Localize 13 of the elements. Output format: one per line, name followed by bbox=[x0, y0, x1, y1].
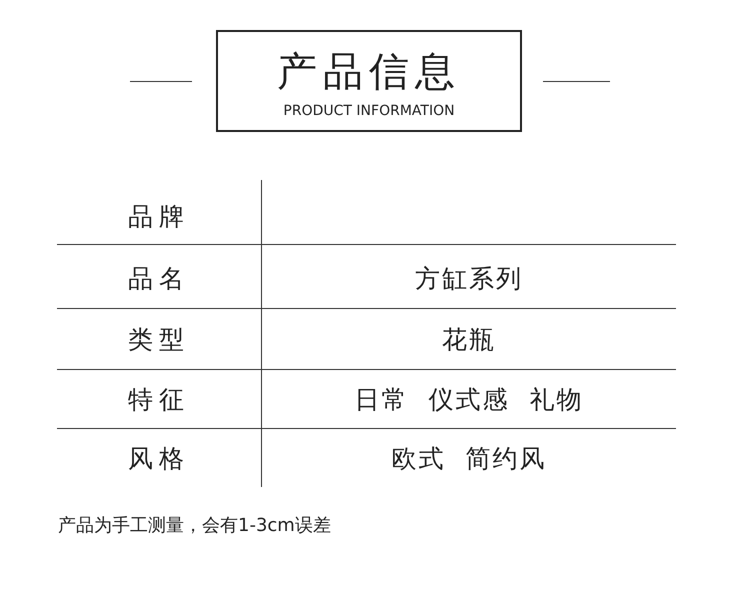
title-box bbox=[216, 30, 522, 132]
title-text: 产品信息 bbox=[276, 48, 462, 96]
table-cell-text: 日常 仪式感 礼物 bbox=[354, 385, 584, 415]
row-header: 品牌 bbox=[127, 202, 191, 232]
note-text: 产品为手工测量，会有1-3cm误差 bbox=[58, 514, 331, 538]
row-header: 风格 bbox=[127, 444, 191, 474]
table-cell-text: 花瓶 bbox=[441, 325, 497, 355]
table-cell-text: 欧式 简约风 bbox=[390, 444, 548, 474]
row-header: 特征 bbox=[127, 385, 191, 415]
table-cell-text: 方缸系列 bbox=[414, 264, 524, 294]
row-header: 品名 bbox=[127, 264, 191, 294]
subtitle-text: PRODUCT INFORMATION bbox=[282, 102, 456, 120]
row-header: 类型 bbox=[127, 325, 191, 355]
